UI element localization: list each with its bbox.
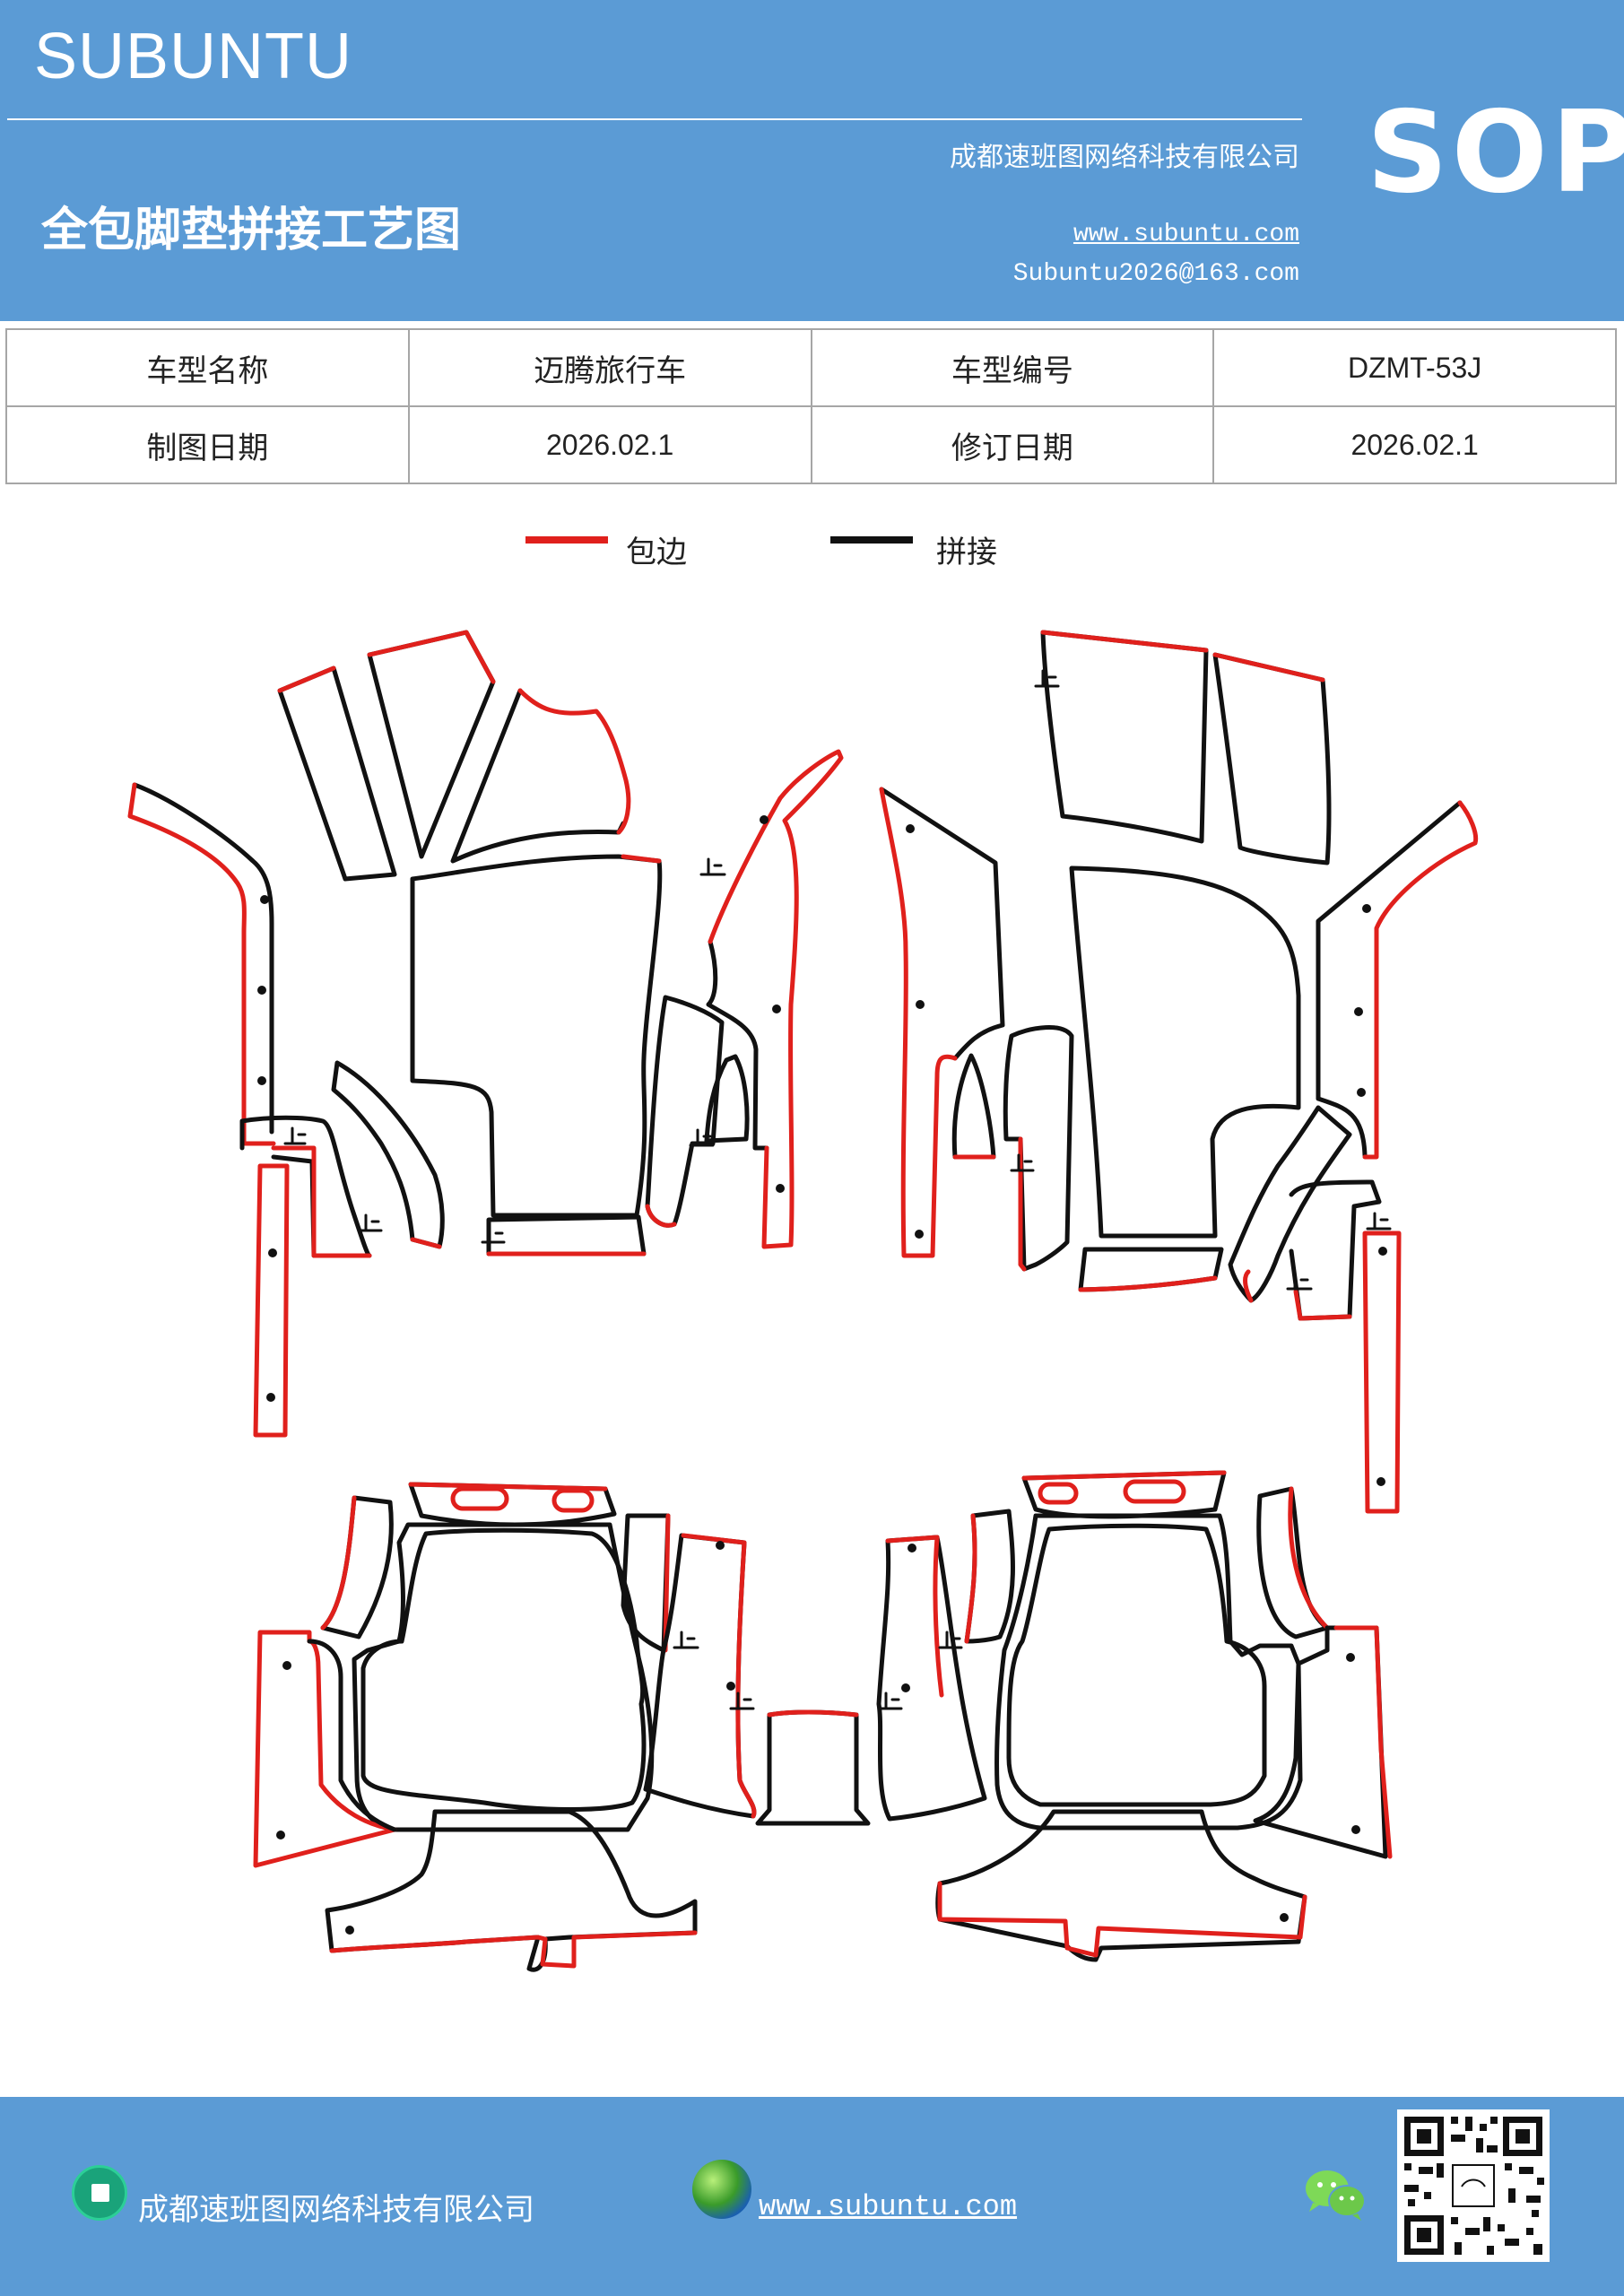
mounting-holes xyxy=(257,815,1387,1935)
revise-date-label: 修订日期 xyxy=(810,405,1215,484)
legend-seam-label: 拼接 xyxy=(936,535,997,570)
header-banner: SUBUNTU 成都速班图网络科技有限公司 全包脚垫拼接工艺图 www.subu… xyxy=(0,0,1624,321)
legend-edge-label: 包边 xyxy=(626,535,687,570)
draw-date-label: 制图日期 xyxy=(5,405,410,484)
front-right-mat-group xyxy=(879,630,1479,1514)
rear-left-mat-group xyxy=(253,1482,871,1972)
website-link[interactable]: www.subuntu.com xyxy=(1073,221,1299,248)
globe-icon xyxy=(692,2160,751,2219)
rear-right-mat-group xyxy=(876,1470,1393,1962)
qr-code xyxy=(1397,2109,1550,2262)
header-divider xyxy=(7,118,1302,120)
stop-marks xyxy=(283,669,1392,1710)
legend: 包边 拼接 xyxy=(0,527,1624,572)
footer-website-link[interactable]: www.subuntu.com xyxy=(759,2190,1018,2223)
revise-date-value: 2026.02.1 xyxy=(1212,405,1617,484)
document-title: 全包脚垫拼接工艺图 xyxy=(41,204,462,257)
sop-badge: SOP xyxy=(1367,86,1624,218)
wechat-icon[interactable] xyxy=(1304,2167,1367,2222)
email-address: Subuntu2026@163.com xyxy=(1012,260,1299,288)
front-left-mat-group xyxy=(127,630,844,1438)
building-icon xyxy=(72,2165,127,2221)
model-name-label: 车型名称 xyxy=(5,328,410,407)
brand-name: SUBUNTU xyxy=(34,21,353,92)
table-row: 车型名称 迈腾旅行车 车型编号 DZMT-53J xyxy=(5,328,1617,407)
footer-banner: 成都速班图网络科技有限公司 www.subuntu.com xyxy=(0,2097,1624,2296)
legend-seam-swatch xyxy=(830,536,913,544)
model-code-label: 车型编号 xyxy=(810,328,1215,407)
draw-date-value: 2026.02.1 xyxy=(407,405,812,484)
model-code-value: DZMT-53J xyxy=(1212,328,1617,407)
model-name-value: 迈腾旅行车 xyxy=(407,328,812,407)
footer-company-name: 成都速班图网络科技有限公司 xyxy=(138,2192,534,2228)
table-row: 制图日期 2026.02.1 修订日期 2026.02.1 xyxy=(5,405,1617,484)
info-table: 车型名称 迈腾旅行车 车型编号 DZMT-53J 制图日期 2026.02.1 … xyxy=(5,328,1617,484)
company-name: 成都速班图网络科技有限公司 xyxy=(950,142,1299,173)
legend-edge-swatch xyxy=(525,536,608,544)
